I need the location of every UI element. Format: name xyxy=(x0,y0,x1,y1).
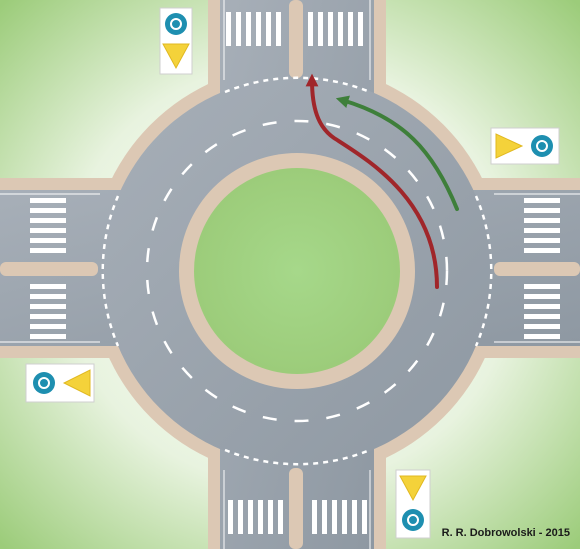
central-island xyxy=(194,168,400,374)
roundabout-sign-icon xyxy=(402,509,424,531)
crosswalk-east xyxy=(524,198,560,339)
yield-sign-icon xyxy=(495,133,524,159)
crosswalk-south xyxy=(228,500,367,534)
sign-north xyxy=(159,7,193,75)
sign-west xyxy=(25,363,95,403)
roundabout-sign-icon xyxy=(531,135,553,157)
author-credit: R. R. Dobrowolski - 2015 xyxy=(441,527,570,539)
crosswalk-north xyxy=(226,12,363,46)
roundabout-sign-icon xyxy=(165,13,187,35)
sign-south xyxy=(395,469,431,539)
lane-divider xyxy=(145,119,449,423)
crosswalk-west xyxy=(30,198,66,339)
route-arrow-right-lane xyxy=(335,95,459,211)
entry-yield-lines xyxy=(101,76,493,466)
yield-sign-icon xyxy=(162,43,190,70)
yield-sign-icon xyxy=(399,475,427,502)
route-arrow-left-lane xyxy=(305,73,439,289)
yield-sign-icon xyxy=(62,369,91,397)
sign-east xyxy=(490,127,560,165)
roundabout-sign-icon xyxy=(33,372,55,394)
